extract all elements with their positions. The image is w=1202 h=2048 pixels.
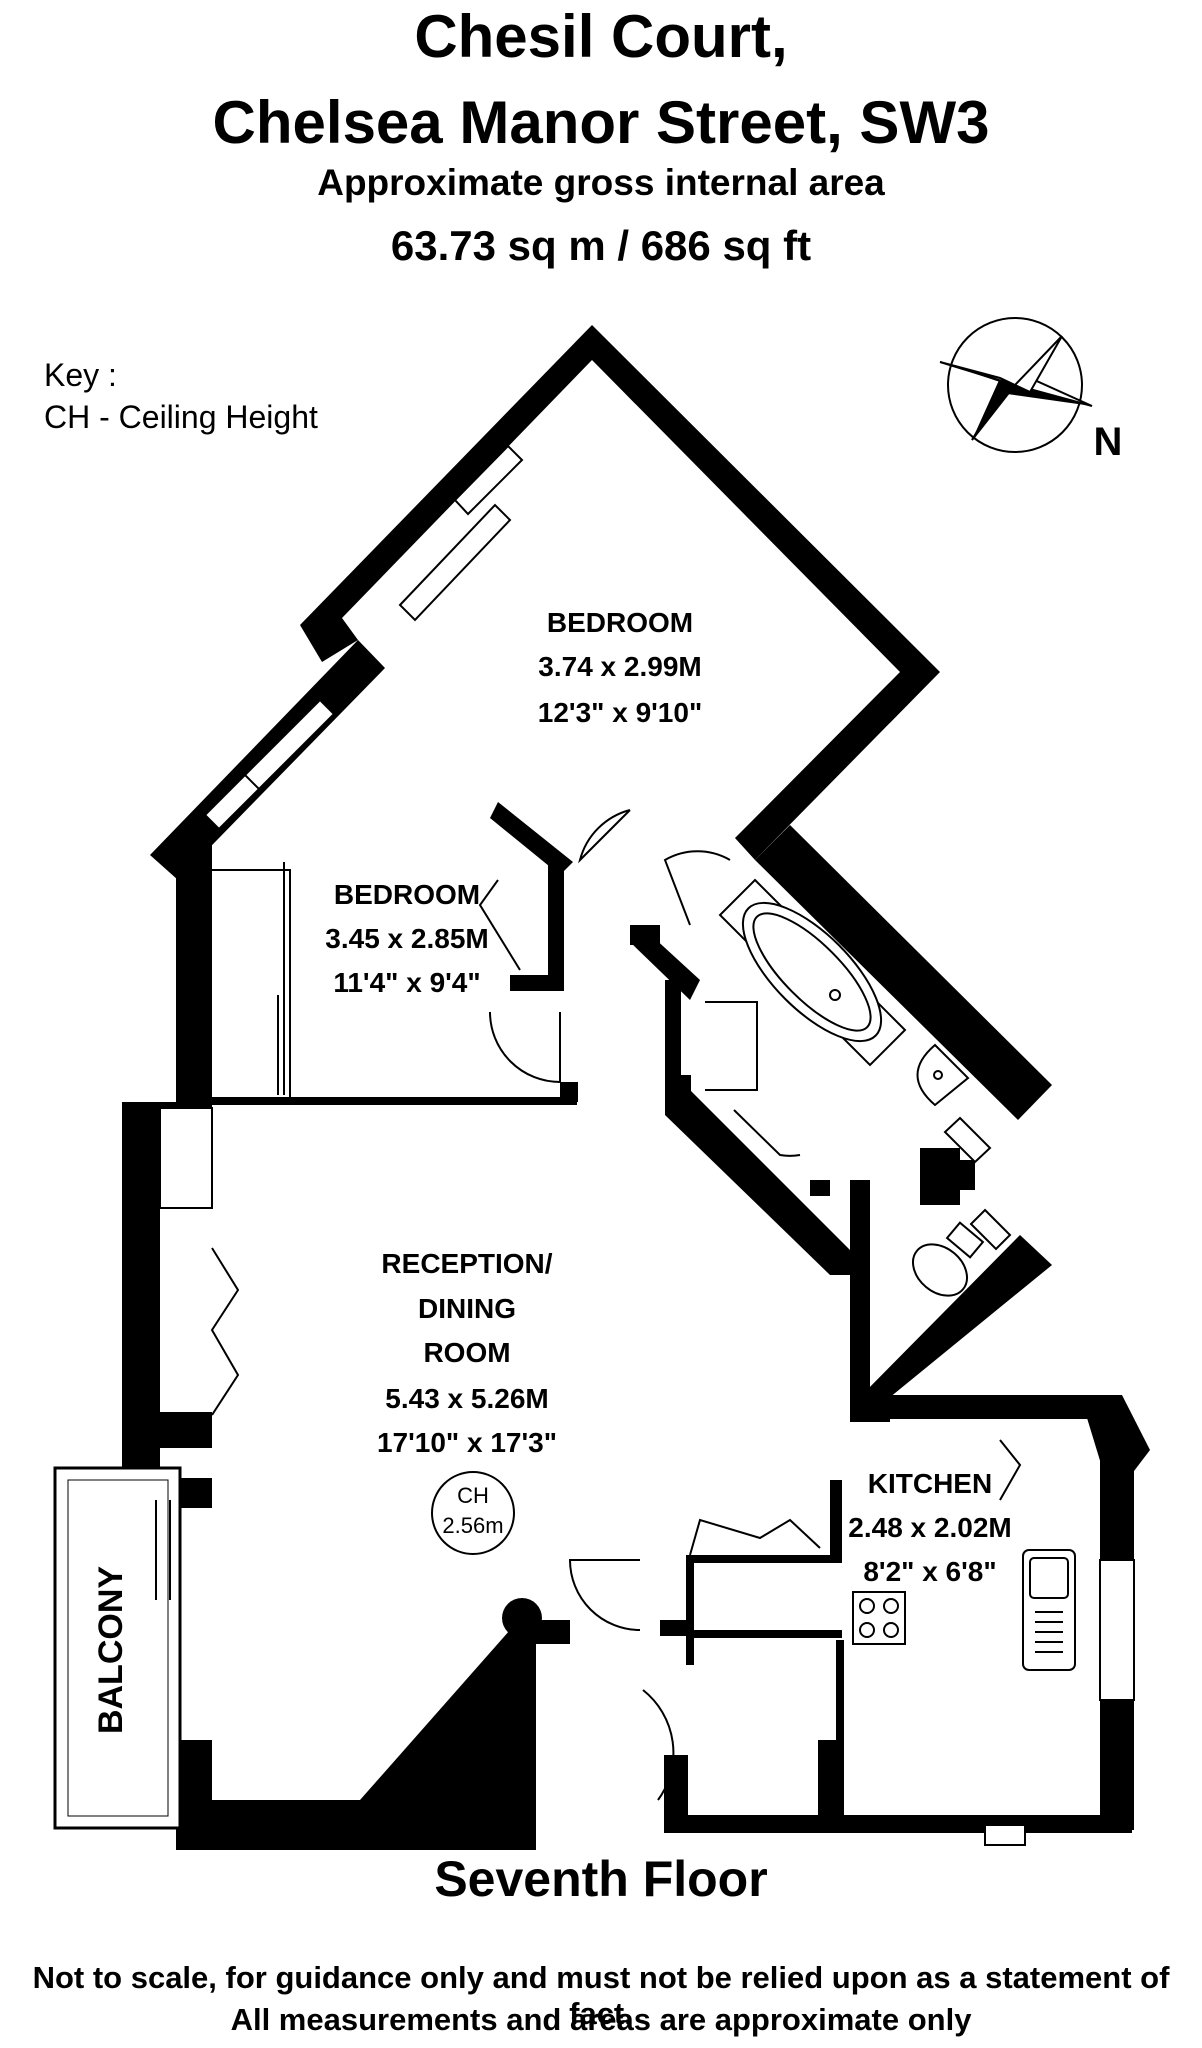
sink-icon [1022,1549,1076,1671]
ceiling-height-value: 2.56m [442,1513,503,1538]
basin-icon [916,1043,970,1107]
bedroom2-name: BEDROOM [334,879,480,910]
area-subtitle: Approximate gross internal area [317,162,885,203]
key-item: CH - Ceiling Height [44,399,318,435]
hob-icon [852,1591,906,1645]
bedroom1-imperial: 12'3" x 9'10" [538,697,702,728]
bedroom2-metric: 3.45 x 2.85M [325,923,488,954]
kitchen-name: KITCHEN [868,1468,992,1499]
wardrobe-lines [155,862,285,1600]
kitchen-metric: 2.48 x 2.02M [848,1512,1011,1543]
walls [122,325,1150,1850]
key-heading: Key : [44,357,117,393]
bathtub [718,878,907,1067]
ceiling-height-label: CH [457,1483,489,1508]
reception-imperial: 17'10" x 17'3" [377,1427,557,1458]
title-line-1: Chesil Court, [414,3,788,70]
compass-rose-icon [939,317,1093,453]
disclaimer-line-2: All measurements and areas are approxima… [230,2002,972,2037]
kitchen-imperial: 8'2" x 6'8" [863,1556,996,1587]
bedroom2-imperial: 11'4" x 9'4" [333,967,480,998]
toilet-icon [912,1221,985,1297]
reception-metric: 5.43 x 5.26M [385,1383,548,1414]
north-label: N [1094,420,1123,464]
area-value: 63.73 sq m / 686 sq ft [390,222,812,269]
reception-name-2: DINING [418,1293,516,1324]
ceiling-height-circle [431,1471,515,1555]
floor-label: Seventh Floor [434,1851,768,1907]
disclaimer-line-1: Not to scale, for guidance only and must… [32,1960,1170,2031]
bedroom1-name: BEDROOM [547,607,693,638]
door-swings [210,809,1022,1801]
balcony-label: BALCONY [92,1566,130,1734]
reception-name-1: RECEPTION/ [381,1248,552,1279]
bedroom1-metric: 3.74 x 2.99M [538,651,701,682]
key-legend: Key : CH - Ceiling Height [44,354,318,438]
reception-name-3: ROOM [423,1337,510,1368]
title-line-2: Chelsea Manor Street, SW3 [212,89,990,156]
balcony [53,1466,182,1830]
